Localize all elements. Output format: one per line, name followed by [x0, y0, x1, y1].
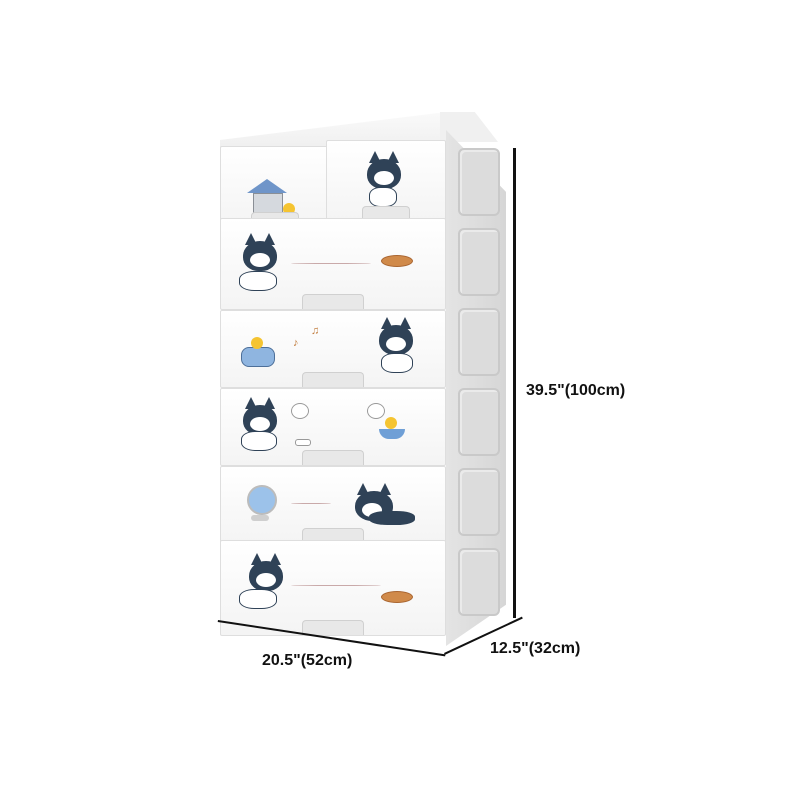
husky-running-icon: [243, 233, 277, 271]
height-label: 39.5"(100cm): [526, 382, 626, 399]
radio-icon: [241, 347, 275, 367]
side-panel: [458, 548, 500, 616]
drawer-handle[interactable]: [302, 372, 364, 387]
fan-icon: [247, 485, 277, 515]
drawer-top-right[interactable]: [326, 140, 446, 222]
breeze-lines: [291, 503, 331, 504]
food-bowl-icon: [379, 429, 405, 439]
side-panel: [458, 228, 500, 296]
side-panel: [458, 308, 500, 376]
husky-body-icon: [369, 187, 397, 207]
motion-lines: [291, 585, 381, 586]
dog-house-roof-icon: [247, 179, 287, 193]
frisbee-icon: [381, 255, 413, 267]
husky-body-icon: [241, 431, 277, 451]
husky-head-icon: [367, 151, 401, 189]
heart-bubble-icon: [367, 403, 385, 419]
motion-lines: [291, 263, 371, 264]
husky-body-icon: [369, 511, 415, 525]
frisbee-icon: [381, 591, 413, 603]
drawer-handle[interactable]: [302, 450, 364, 465]
thought-bubble-icon: [291, 403, 309, 419]
music-note-icon: ♫: [311, 325, 320, 337]
drawer-4[interactable]: [220, 388, 446, 466]
husky-running-icon: [249, 553, 283, 591]
drawer-top-left[interactable]: [220, 146, 330, 228]
drawer-5[interactable]: [220, 466, 446, 544]
drawer-handle[interactable]: [302, 294, 364, 309]
husky-body-icon: [239, 271, 277, 291]
husky-singing-icon: [379, 317, 413, 355]
depth-label: 12.5"(32cm): [490, 640, 581, 657]
husky-body-icon: [239, 589, 277, 609]
husky-body-icon: [381, 353, 413, 373]
chick-icon: [385, 417, 397, 429]
height-dimension-line: [513, 148, 516, 618]
drawer-handle[interactable]: [302, 620, 364, 635]
drawer-2[interactable]: [220, 218, 446, 310]
drawer-6[interactable]: [220, 540, 446, 636]
bone-icon: [295, 439, 311, 446]
side-panel: [458, 148, 500, 216]
drawer-3[interactable]: ♪ ♫: [220, 310, 446, 388]
drawer-handle[interactable]: [362, 206, 410, 221]
fan-base: [251, 515, 269, 521]
width-label: 20.5"(52cm): [262, 652, 353, 669]
chick-icon: [251, 337, 263, 349]
husky-sitting-icon: [243, 397, 277, 435]
side-panel: [458, 388, 500, 456]
music-note-icon: ♪: [293, 337, 299, 349]
side-panel: [458, 468, 500, 536]
drawer-handle[interactable]: [302, 528, 364, 543]
